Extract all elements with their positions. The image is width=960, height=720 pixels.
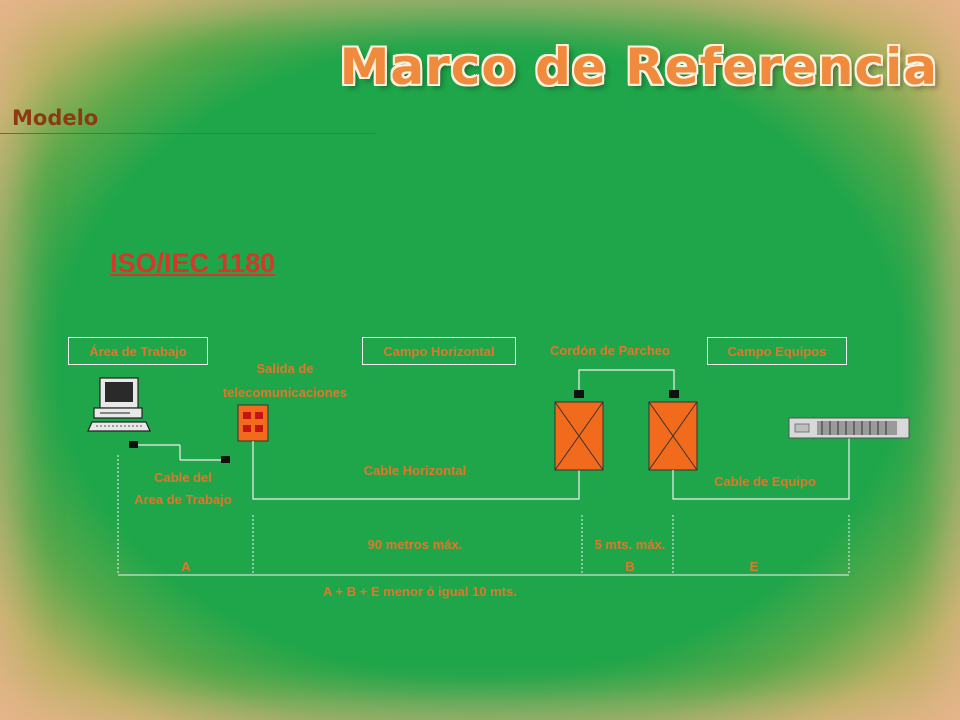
horizontal-max-label: 90 metros máx. [367,537,463,552]
patch-cord [578,369,675,397]
work-area-box: Área de Trabajo [68,337,208,365]
workstation-icon [87,377,151,432]
telecom-outlet-label-line2: telecomunicaciones [222,385,348,400]
cable-connector [221,456,230,463]
segment-b-label: B [625,559,635,574]
horizontal-field-box: Campo Horizontal [362,337,516,365]
patch-panel-icon [648,401,698,471]
horizontal-cable-label: Cable Horizontal [363,463,467,478]
segment-a-label: A [181,559,191,574]
cable-connector [129,441,138,448]
slide-subtitle: Modelo [12,106,99,130]
segment-e-label: E [749,559,759,574]
equipment-cable-label: Cable de Equipo [714,474,816,489]
patch-max-label: 5 mts. máx. [594,537,666,552]
length-rule-label: A + B + E menor ó igual 10 mts. [323,584,517,599]
subtitle-divider [0,133,375,134]
patch-panel-icon [554,401,604,471]
horizontal-cable [252,441,580,500]
work-area-cable-label-line2: Area de Trabajo [134,492,232,507]
equipment-field-box: Campo Equipos [707,337,847,365]
cable-connector [574,390,584,398]
telecom-outlet-label-line1: Salida de [256,361,314,376]
dimension-lines [117,455,850,576]
patch-cord-label: Cordón de Parcheo [550,343,670,358]
standard-heading: ISO/IEC 1180 [110,248,276,278]
work-area-cable-label-line1: Cable del [154,470,212,485]
cable-connector [669,390,679,398]
equipment-rack-icon [788,417,910,439]
telecom-outlet-icon [237,404,269,442]
slide-title: Marco de Referencia [339,38,938,96]
equipment-cable [672,438,850,500]
